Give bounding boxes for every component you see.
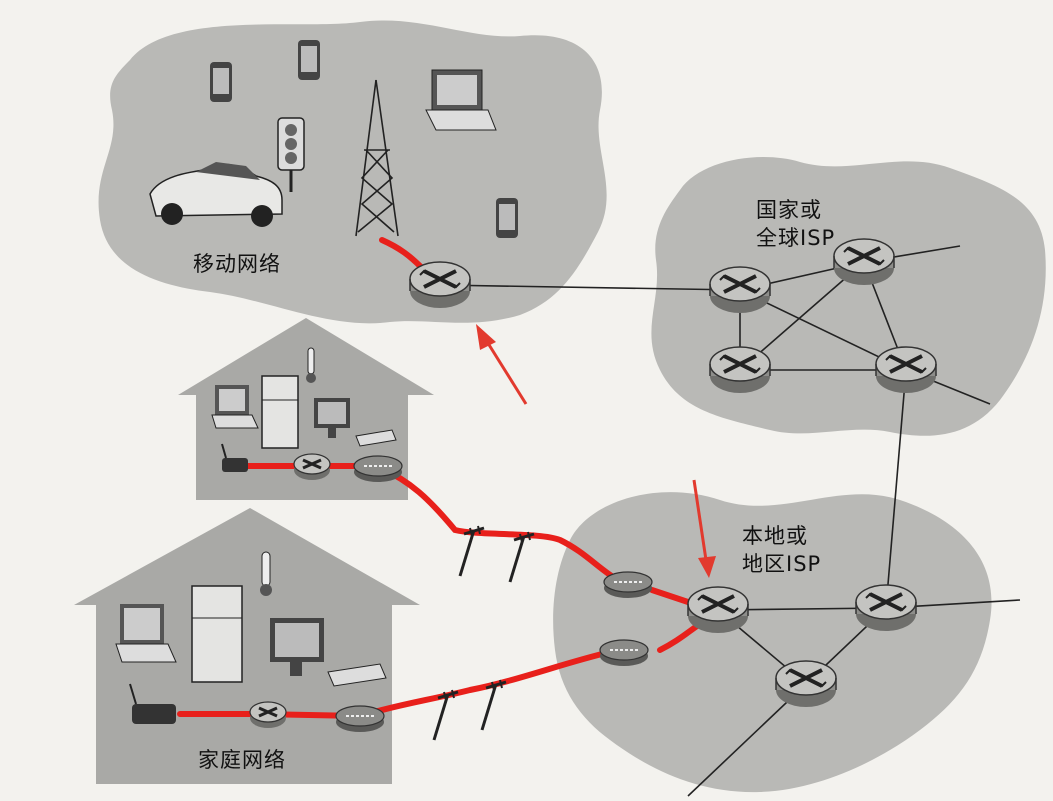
router-icon bbox=[874, 345, 938, 395]
router-icon bbox=[854, 583, 918, 633]
laptop-icon bbox=[211, 385, 259, 429]
router-icon bbox=[686, 585, 750, 635]
monitor-icon bbox=[270, 618, 324, 676]
keyboard-icon bbox=[327, 663, 387, 687]
router-icon bbox=[408, 260, 472, 310]
utility-pole-icon bbox=[508, 530, 536, 584]
router-icon bbox=[708, 265, 772, 315]
modem-icon bbox=[603, 571, 653, 599]
smartphone-icon bbox=[298, 40, 320, 80]
indicator-arrows bbox=[476, 324, 716, 578]
monitor-icon bbox=[314, 398, 350, 438]
refrigerator-icon bbox=[261, 375, 299, 449]
national-isp-label: 国家或 全球ISP bbox=[756, 196, 835, 252]
local-isp-label-line2: 地区ISP bbox=[742, 552, 822, 576]
cell-tower-icon bbox=[355, 79, 399, 237]
local-isp-label: 本地或 地区ISP bbox=[742, 522, 821, 578]
laptop-icon bbox=[425, 69, 497, 131]
laptop-icon bbox=[115, 604, 177, 663]
router-icon bbox=[774, 659, 838, 709]
wifi-router-icon bbox=[129, 683, 176, 724]
upper-house bbox=[178, 318, 434, 500]
smartphone-icon bbox=[496, 198, 518, 238]
thermometer-icon bbox=[306, 347, 316, 383]
local-isp-cloud bbox=[553, 492, 992, 793]
home-network-label: 家庭网络 bbox=[198, 748, 286, 772]
national-isp-label-line1: 国家或 bbox=[756, 198, 822, 222]
car-icon bbox=[149, 162, 283, 227]
router-icon bbox=[708, 345, 772, 395]
local-isp-label-line1: 本地或 bbox=[742, 524, 808, 548]
modem-icon bbox=[353, 455, 403, 483]
national-isp-label-line2: 全球ISP bbox=[756, 226, 836, 250]
router-icon bbox=[248, 700, 288, 730]
thermometer-icon bbox=[260, 551, 272, 596]
traffic-light-icon bbox=[277, 117, 305, 192]
modem-icon bbox=[599, 639, 649, 667]
router-icon bbox=[292, 452, 332, 482]
smartphone-icon bbox=[210, 62, 232, 102]
modem-icon bbox=[335, 705, 385, 733]
keyboard-icon bbox=[355, 429, 397, 447]
mobile-network-label: 移动网络 bbox=[193, 252, 281, 276]
router-icon bbox=[832, 237, 896, 287]
mobile-network-cloud bbox=[98, 20, 607, 324]
wifi-router-icon bbox=[221, 443, 248, 472]
refrigerator-icon bbox=[191, 585, 243, 683]
